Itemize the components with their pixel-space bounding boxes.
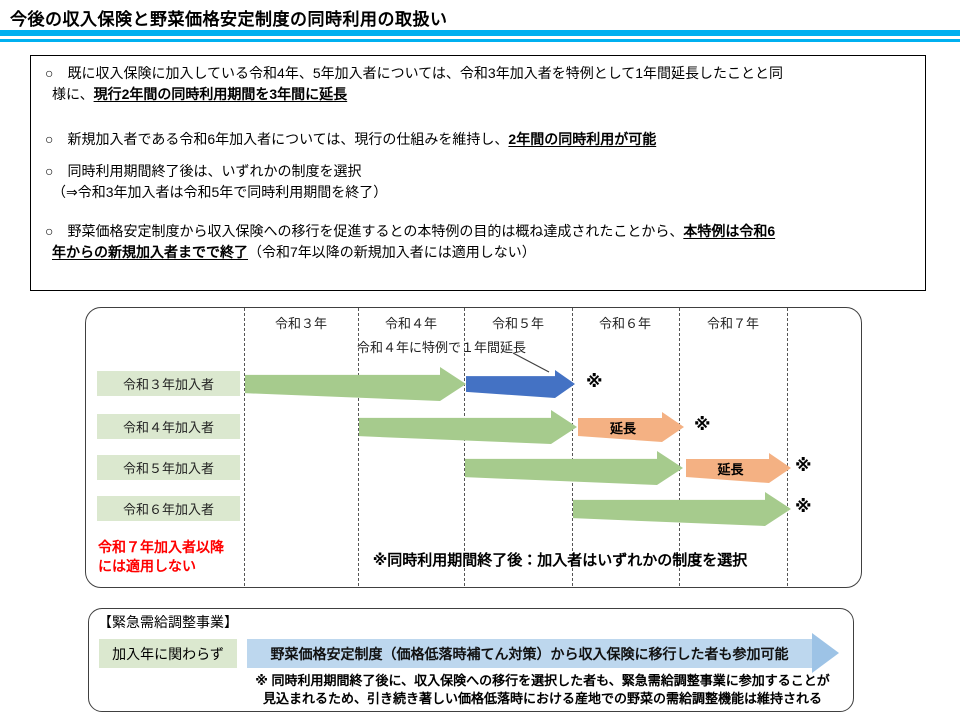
timeline-gridline — [787, 308, 788, 586]
bullet-line: ○ 既に収入保険に加入している令和4年、5年加入者については、令和3年加入者を特… — [45, 65, 784, 81]
timeline-gridline — [464, 308, 465, 586]
emergency-arrowhead — [812, 633, 839, 673]
timeline-gridline — [679, 308, 680, 586]
emphasis-text: 2年間の同時利用が可能 — [508, 131, 657, 147]
callout-line — [512, 352, 550, 373]
timeline-chart-box — [85, 307, 862, 588]
emphasis-text: 現行2年間の同時利用期間を3年間に延長 — [93, 86, 348, 102]
row-label-reiwa3: 令和３年加入者 — [97, 371, 240, 396]
title-accent-bar-thin — [0, 39, 960, 42]
timeline-gridline — [572, 308, 573, 586]
page-title: 今後の収入保険と野菜価格安定制度の同時利用の取扱い — [10, 10, 448, 29]
year-header: 令和７年 — [706, 316, 759, 331]
row-label-reiwa5: 令和５年加入者 — [97, 455, 240, 480]
summary-box — [30, 55, 926, 291]
year-header: 令和５年 — [491, 316, 544, 331]
emphasis-text: 本特例は令和6 — [683, 223, 776, 239]
timeline-gridline — [244, 308, 245, 586]
bullet-choose-system: ○ 同時利用期間終了後は、いずれかの制度を選択 （⇒令和3年加入者は令和5年で同… — [45, 161, 913, 203]
row-label-reiwa6: 令和６年加入者 — [97, 496, 240, 521]
year-header: 令和３年 — [274, 316, 327, 331]
bullet-line: 年からの新規加入者までで終了（令和7年以降の新規加入者には適用しない） — [52, 244, 536, 260]
emergency-heading: 【緊急需給調整事業】 — [98, 614, 238, 630]
year-header: 令和４年 — [384, 316, 437, 331]
emphasis-text: 年からの新規加入者までで終了 — [52, 244, 248, 260]
bullet-line: ○ 野菜価格安定制度から収入保険への移行を促進するとの本特例の目的は概ね達成され… — [45, 223, 776, 239]
bullet-line: （⇒令和3年加入者は令和5年で同時利用期間を終了） — [52, 184, 388, 200]
bullet-line: 様に、現行2年間の同時利用期間を3年間に延長 — [52, 86, 348, 102]
bullet-new-reiwa6: ○ 新規加入者である令和6年加入者については、現行の仕組みを維持し、2年間の同時… — [45, 131, 657, 147]
emergency-left-label: 加入年に関わらず — [99, 639, 237, 668]
timeline-gridline — [358, 308, 359, 586]
bullet-line: ○ 同時利用期間終了後は、いずれかの制度を選択 — [45, 163, 362, 179]
timeline-footnote: ※同時利用期間終了後：加入者はいずれかの制度を選択 — [372, 552, 748, 569]
year-header: 令和６年 — [598, 316, 651, 331]
red-exclusion-note: 令和７年加入者以降 には適用しない — [98, 539, 224, 574]
special-extension-annotation: 令和４年に特例で１年間延長 — [357, 340, 527, 355]
row-label-reiwa4: 令和４年加入者 — [97, 414, 240, 439]
bullet-special-end: ○ 野菜価格安定制度から収入保険への移行を促進するとの本特例の目的は概ね達成され… — [45, 221, 913, 263]
emergency-note-line2: 見込まれるため、引き続き著しい価格低落時における産地での野菜の需給調整機能は維持… — [262, 691, 822, 706]
asterisk-note: ※ — [795, 456, 812, 475]
asterisk-note: ※ — [586, 372, 603, 391]
asterisk-note: ※ — [694, 415, 711, 434]
title-accent-bar-thick — [0, 30, 960, 36]
emergency-note-line1: ※ 同時利用期間終了後に、収入保険への移行を選択した者も、緊急需給調整事業に参加… — [255, 673, 830, 688]
bullet-extension-3years: ○ 既に収入保険に加入している令和4年、5年加入者については、令和3年加入者を特… — [45, 63, 913, 105]
emergency-blue-arrow-band: 野菜価格安定制度（価格低落時補てん対策）から収入保険に移行した者も参加可能 — [247, 639, 812, 668]
asterisk-note: ※ — [795, 497, 812, 516]
